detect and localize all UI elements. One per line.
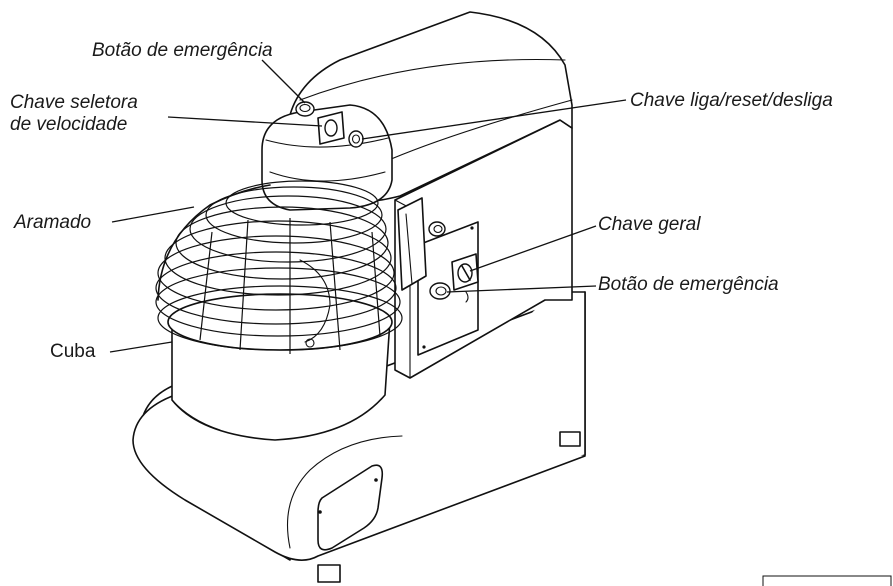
label-bowl: Cuba	[50, 341, 96, 362]
label-main-switch: Chave geral	[598, 214, 701, 235]
bowl-shape	[167, 293, 393, 441]
leader-lines	[109, 59, 627, 353]
label-speed-selector-line1: Chave seletora	[10, 92, 138, 113]
label-wire-guard: Aramado	[14, 212, 92, 233]
label-on-reset-off-switch: Chave liga/reset/desliga	[630, 90, 833, 111]
label-emergency-button-side: Botão de emergência	[598, 274, 779, 295]
corner-frame	[762, 575, 892, 586]
mixer-head	[261, 11, 573, 211]
side-controls	[428, 221, 479, 303]
label-emergency-button-top: Botão de emergência	[92, 40, 273, 61]
wire-guard	[155, 180, 403, 354]
label-speed-selector-line2: de velocidade	[10, 114, 128, 135]
